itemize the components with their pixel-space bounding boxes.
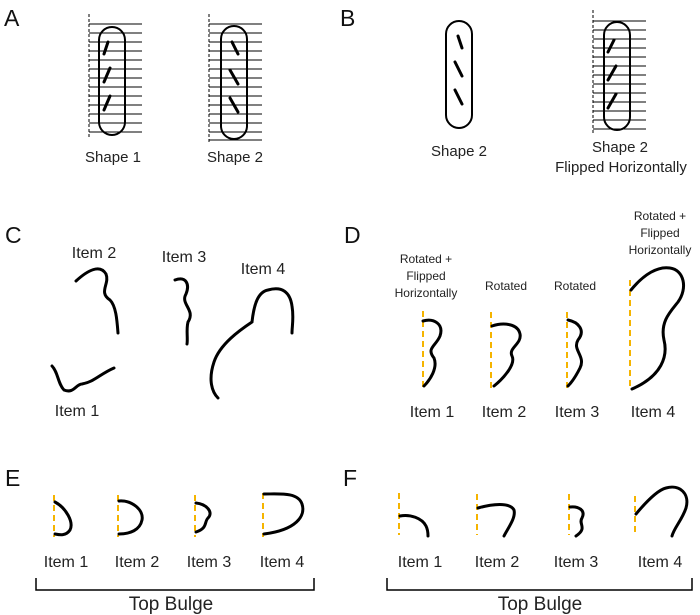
panel-d-item-4-transform-line-2: Flipped <box>640 226 679 240</box>
panel-e-bracket <box>35 578 315 591</box>
panel-e-bracket-label: Top Bulge <box>129 594 214 615</box>
panel-d-item-2-curve <box>490 322 522 388</box>
panel-d-item-4-label: Item 4 <box>631 404 676 421</box>
panel-d-item-1-curve <box>421 318 443 388</box>
panel-e-item-4-curve <box>262 492 305 536</box>
panel-f-item-2-label: Item 2 <box>475 554 520 571</box>
panel-e-item-2-label: Item 2 <box>115 554 160 571</box>
panel-b-shape-2-label: Shape 2 <box>431 143 487 160</box>
panel-f-item-1-curve <box>398 514 430 538</box>
panel-c-item-1-label: Item 1 <box>55 403 100 420</box>
panel-f-item-4-curve <box>634 485 689 538</box>
shape-2-marks <box>228 40 240 114</box>
panel-f-item-3-curve <box>568 505 585 538</box>
panel-e-item-4-label: Item 4 <box>260 554 305 571</box>
panel-c-item-2-curve <box>74 267 120 335</box>
panel-c-item-4-curve <box>209 287 295 400</box>
panel-d-item-3-label: Item 3 <box>555 404 600 421</box>
panel-e-item-3-label: Item 3 <box>187 554 232 571</box>
panel-e-item-3-curve <box>194 501 212 534</box>
shape-1-marks <box>102 40 112 112</box>
panel-e-letter: E <box>5 465 20 491</box>
shape-2-outline <box>220 25 248 140</box>
panel-f-item-2-curve <box>476 503 516 538</box>
panel-d-item-1-transform-line-2: Flipped <box>406 269 445 283</box>
panel-d-item-2-transform: Rotated <box>485 279 527 293</box>
panel-a-shape-2 <box>208 14 262 142</box>
panel-e-item-2-curve <box>117 499 144 536</box>
panel-c-item-4-label: Item 4 <box>241 261 286 278</box>
panel-f-bracket-label: Top Bulge <box>498 594 583 615</box>
panel-d-item-1-label: Item 1 <box>410 404 455 421</box>
panel-e-item-1-label: Item 1 <box>44 554 89 571</box>
flipped-shape-grid <box>592 10 646 135</box>
panel-f-item-1-label: Item 1 <box>398 554 443 571</box>
panel-f-item-4-label: Item 4 <box>638 554 683 571</box>
panel-d-item-2-label: Item 2 <box>482 404 527 421</box>
panel-e-item-1-curve <box>53 500 73 537</box>
flipped-shape-label-1: Shape 2 <box>592 139 648 156</box>
panel-c-item-2-label: Item 2 <box>72 245 117 262</box>
panel-d-item-1-transform-line-1: Rotated + <box>400 252 452 266</box>
panel-d-item-3-transform: Rotated <box>554 279 596 293</box>
panel-b-shape-2-marks <box>453 34 464 106</box>
panel-f-item-3-label: Item 3 <box>554 554 599 571</box>
panel-d-item-4-curve <box>629 266 686 391</box>
shape-1-outline <box>98 26 126 136</box>
shape-1-grid <box>88 14 142 138</box>
shape-1-label: Shape 1 <box>85 149 141 166</box>
panel-c-item-1-curve <box>50 364 116 393</box>
panel-d-item-1-transform-line-3: Horizontally <box>395 286 458 300</box>
flipped-shape-label-2: Flipped Horizontally <box>555 159 687 176</box>
panel-d-letter: D <box>344 222 361 248</box>
panel-c-item-3-label: Item 3 <box>162 249 207 266</box>
panel-d-item-4-transform-line-3: Horizontally <box>629 243 692 257</box>
flipped-shape-outline <box>603 21 631 131</box>
panel-f-letter: F <box>343 465 357 491</box>
panel-d-item-4-transform-line-1: Rotated + <box>634 209 686 223</box>
panel-f-bracket <box>386 578 693 591</box>
panel-c-letter: C <box>5 222 22 248</box>
panel-b-shape-2 <box>445 20 473 129</box>
panel-b-shape-2-outline <box>445 20 473 129</box>
panel-c-item-3-curve <box>173 277 192 346</box>
panel-a-shape-1 <box>88 14 142 138</box>
shape-2-grid <box>208 14 262 142</box>
panel-d-item-3-curve <box>566 318 583 388</box>
shape-2-label: Shape 2 <box>207 149 263 166</box>
panel-a-letter: A <box>4 5 20 31</box>
flipped-shape-marks <box>606 38 618 110</box>
panel-b-letter: B <box>340 5 355 31</box>
panel-b-flipped-shape <box>592 10 646 135</box>
